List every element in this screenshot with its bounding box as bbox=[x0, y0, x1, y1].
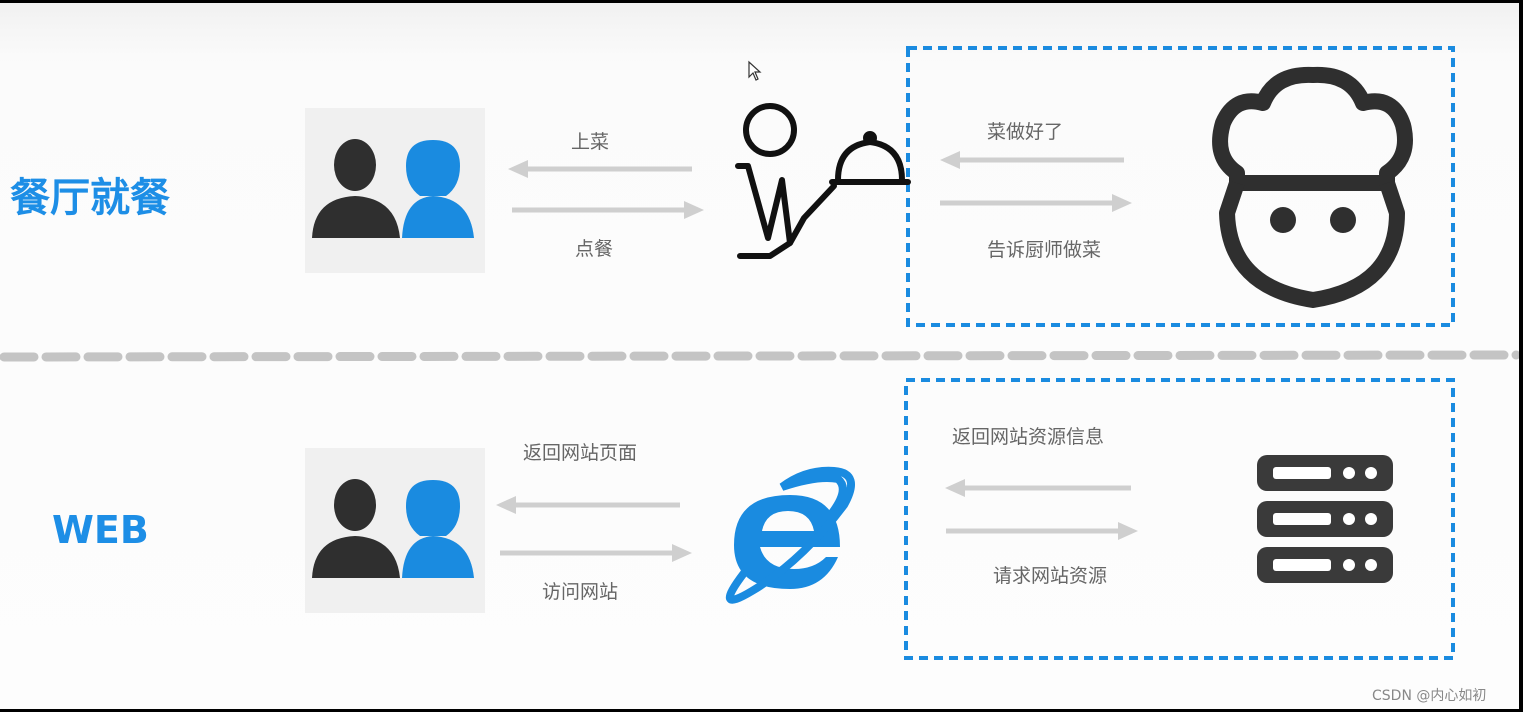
caption-return-resource: 返回网站资源信息 bbox=[952, 426, 1105, 448]
server-box bbox=[904, 378, 1455, 660]
caption-dish-ready: 菜做好了 bbox=[987, 121, 1064, 143]
server-icon bbox=[1257, 455, 1393, 583]
browser-icon bbox=[725, 466, 856, 604]
arrow-order-right bbox=[512, 201, 704, 219]
restaurant-title: 餐厅就餐 bbox=[10, 175, 170, 221]
section-divider bbox=[0, 350, 1519, 362]
caption-request-resource: 请求网站资源 bbox=[993, 565, 1108, 587]
arrow-return-resource-left bbox=[945, 479, 1131, 497]
caption-tell-chef: 告诉厨师做菜 bbox=[987, 239, 1102, 261]
mouse-cursor-icon bbox=[748, 60, 762, 81]
arrow-request-resource-right bbox=[946, 522, 1138, 540]
chef-icon bbox=[1212, 66, 1413, 308]
caption-return-page: 返回网站页面 bbox=[523, 442, 638, 464]
caption-visit: 访问网站 bbox=[542, 581, 619, 603]
arrow-dish-ready-left bbox=[940, 151, 1124, 169]
arrow-return-page-left bbox=[496, 496, 680, 514]
kitchen-box bbox=[906, 46, 1455, 327]
web-title: WEB bbox=[52, 508, 149, 552]
users-icon bbox=[305, 448, 485, 613]
caption-serve: 上菜 bbox=[571, 131, 610, 153]
arrow-serve-left bbox=[508, 160, 692, 178]
arrow-tell-chef-right bbox=[940, 194, 1132, 212]
watermark: CSDN @内心如初 bbox=[1372, 688, 1487, 704]
waiter-icon bbox=[735, 103, 911, 259]
arrow-visit-right bbox=[500, 544, 692, 562]
slide: 餐厅就餐 WEB bbox=[0, 3, 1519, 709]
caption-order: 点餐 bbox=[575, 238, 614, 260]
customers-icon bbox=[305, 108, 485, 273]
